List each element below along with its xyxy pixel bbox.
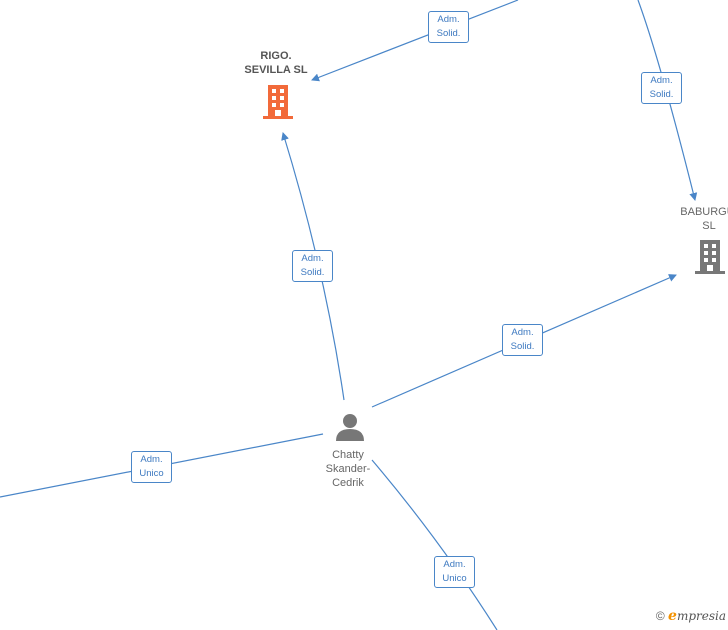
relation-badge[interactable]: Adm.Unico [434, 556, 475, 588]
relation-badge[interactable]: Adm.Solid. [502, 324, 543, 356]
edge-person-to-bottom [371, 459, 498, 630]
relation-badge[interactable]: Adm.Solid. [641, 72, 682, 104]
relation-badge[interactable]: Adm.Solid. [428, 11, 469, 43]
empresia-logo: empresia [668, 608, 726, 624]
person-icon[interactable] [334, 412, 366, 442]
edge-to-rigo-top [311, 0, 519, 82]
building-icon-rigo[interactable] [262, 85, 294, 119]
building-icon-baburgui[interactable] [694, 240, 726, 274]
relation-badge[interactable]: Adm.Solid. [292, 250, 333, 282]
relation-badge[interactable]: Adm.Unico [131, 451, 172, 483]
copyright-symbol: © [655, 609, 665, 623]
empresia-watermark: © empresia [656, 608, 726, 624]
company-label-rigo[interactable]: RIGO. SEVILLA SL [244, 50, 308, 76]
company-label-baburgui[interactable]: BABURGUI SL [680, 206, 728, 232]
person-label[interactable]: Chatty Skander- Cedrik [325, 449, 371, 489]
